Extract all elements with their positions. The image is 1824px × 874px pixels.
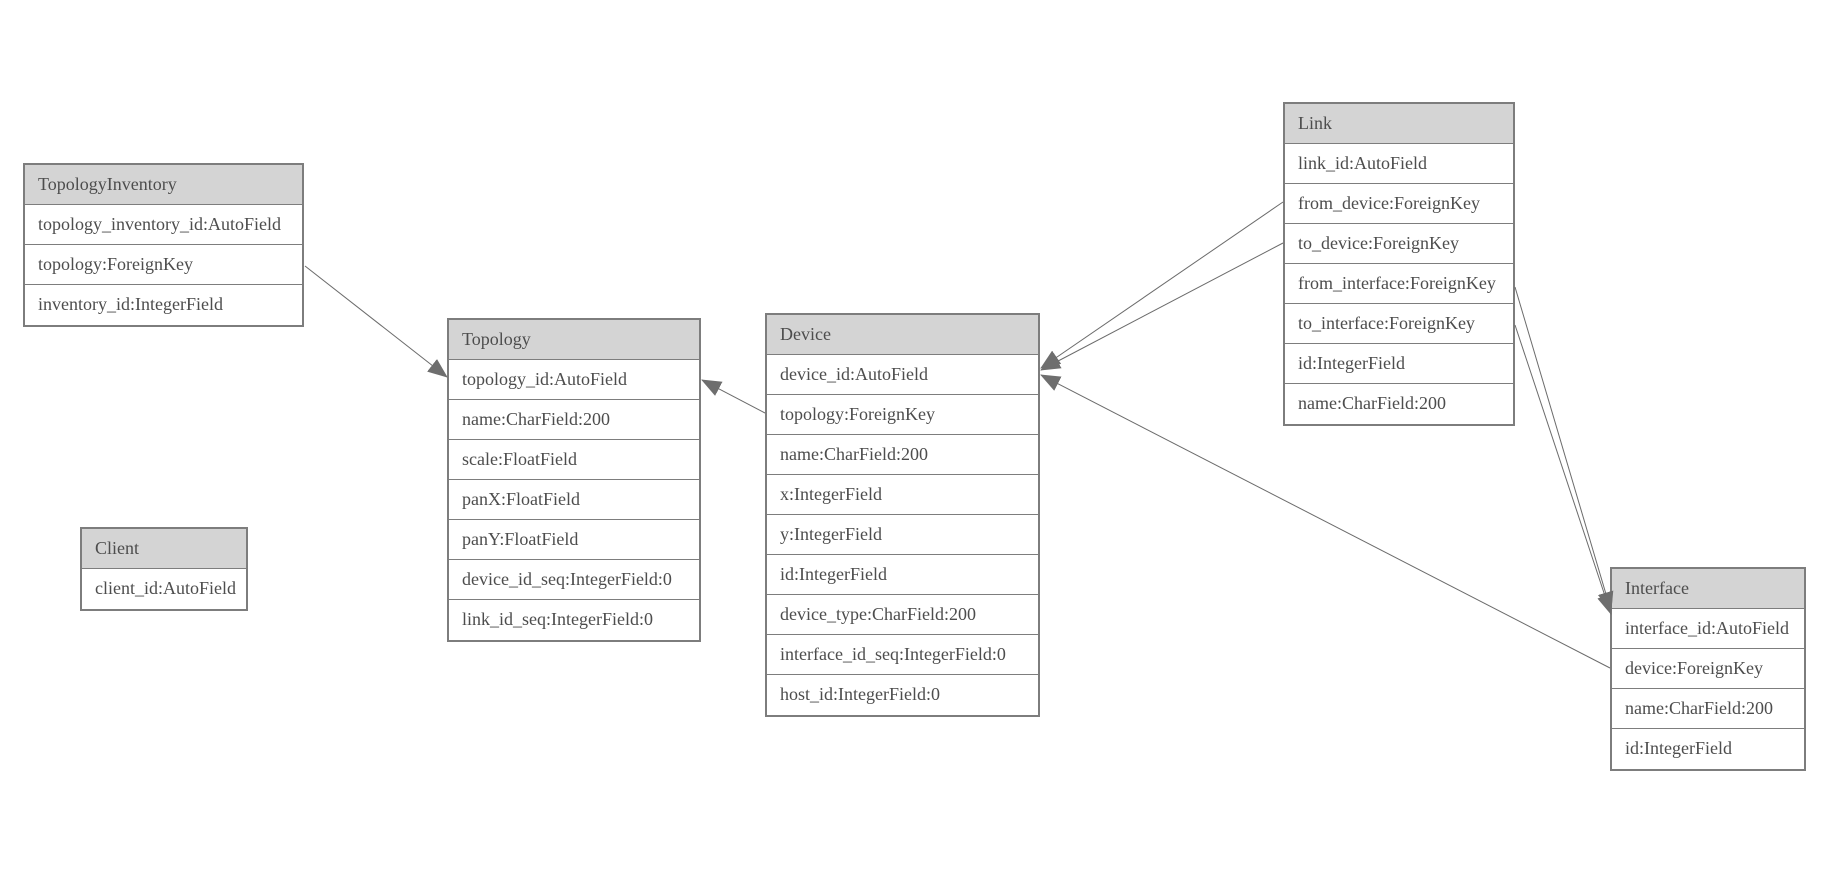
entity-interface-field-row: id:IntegerField [1612,729,1804,769]
entity-device-field-row: device_id:AutoField [767,355,1038,395]
entity-device-field-row: y:IntegerField [767,515,1038,555]
entity-topology-field-row: panX:FloatField [449,480,699,520]
entity-topology-inventory-field-row: topology_inventory_id:AutoField [25,205,302,245]
entity-device-field-row: topology:ForeignKey [767,395,1038,435]
entity-link-field-row: name:CharField:200 [1285,384,1513,424]
entity-device-field-row: interface_id_seq:IntegerField:0 [767,635,1038,675]
entity-link-field-row: from_interface:ForeignKey [1285,264,1513,304]
entity-topology-field-row: panY:FloatField [449,520,699,560]
entity-client-field-row: client_id:AutoField [82,569,246,609]
entity-device-title: Device [767,315,1038,355]
entity-device-field-row: x:IntegerField [767,475,1038,515]
entity-link-field-row: id:IntegerField [1285,344,1513,384]
entity-topology-inventory-field-row: inventory_id:IntegerField [25,285,302,325]
entity-interface-field-row: interface_id:AutoField [1612,609,1804,649]
entity-topology-field-row: device_id_seq:IntegerField:0 [449,560,699,600]
entity-interface-field-row: name:CharField:200 [1612,689,1804,729]
entity-topology-field-row: topology_id:AutoField [449,360,699,400]
connection-link-to-interface [1514,324,1613,615]
entity-device-field-row: device_type:CharField:200 [767,595,1038,635]
entity-topology-field-row: link_id_seq:IntegerField:0 [449,600,699,640]
connection-link-to-device [1040,242,1284,371]
entity-topology-inventory-title: TopologyInventory [25,165,302,205]
entity-topology-field-row: name:CharField:200 [449,400,699,440]
entity-topology-field-row: scale:FloatField [449,440,699,480]
entity-client-title: Client [82,529,246,569]
connection-link-from-interface [1514,286,1614,612]
entity-link-field-row: from_device:ForeignKey [1285,184,1513,224]
entity-device-field-row: id:IntegerField [767,555,1038,595]
entity-topology-title: Topology [449,320,699,360]
entity-link-field-row: to_interface:ForeignKey [1285,304,1513,344]
entity-link-field-row: to_device:ForeignKey [1285,224,1513,264]
entity-topology-inventory-field-row: topology:ForeignKey [25,245,302,285]
entity-interface-field-row: device:ForeignKey [1612,649,1804,689]
connection-link-from-device [1040,201,1284,369]
entity-device-field-row: name:CharField:200 [767,435,1038,475]
entity-interface-title: Interface [1612,569,1804,609]
connection-topologyinventory-topology [304,265,448,378]
entity-link-title: Link [1285,104,1513,144]
connection-device-topology [701,379,766,414]
entity-link-field-row: link_id:AutoField [1285,144,1513,184]
entity-device-field-row: host_id:IntegerField:0 [767,675,1038,715]
